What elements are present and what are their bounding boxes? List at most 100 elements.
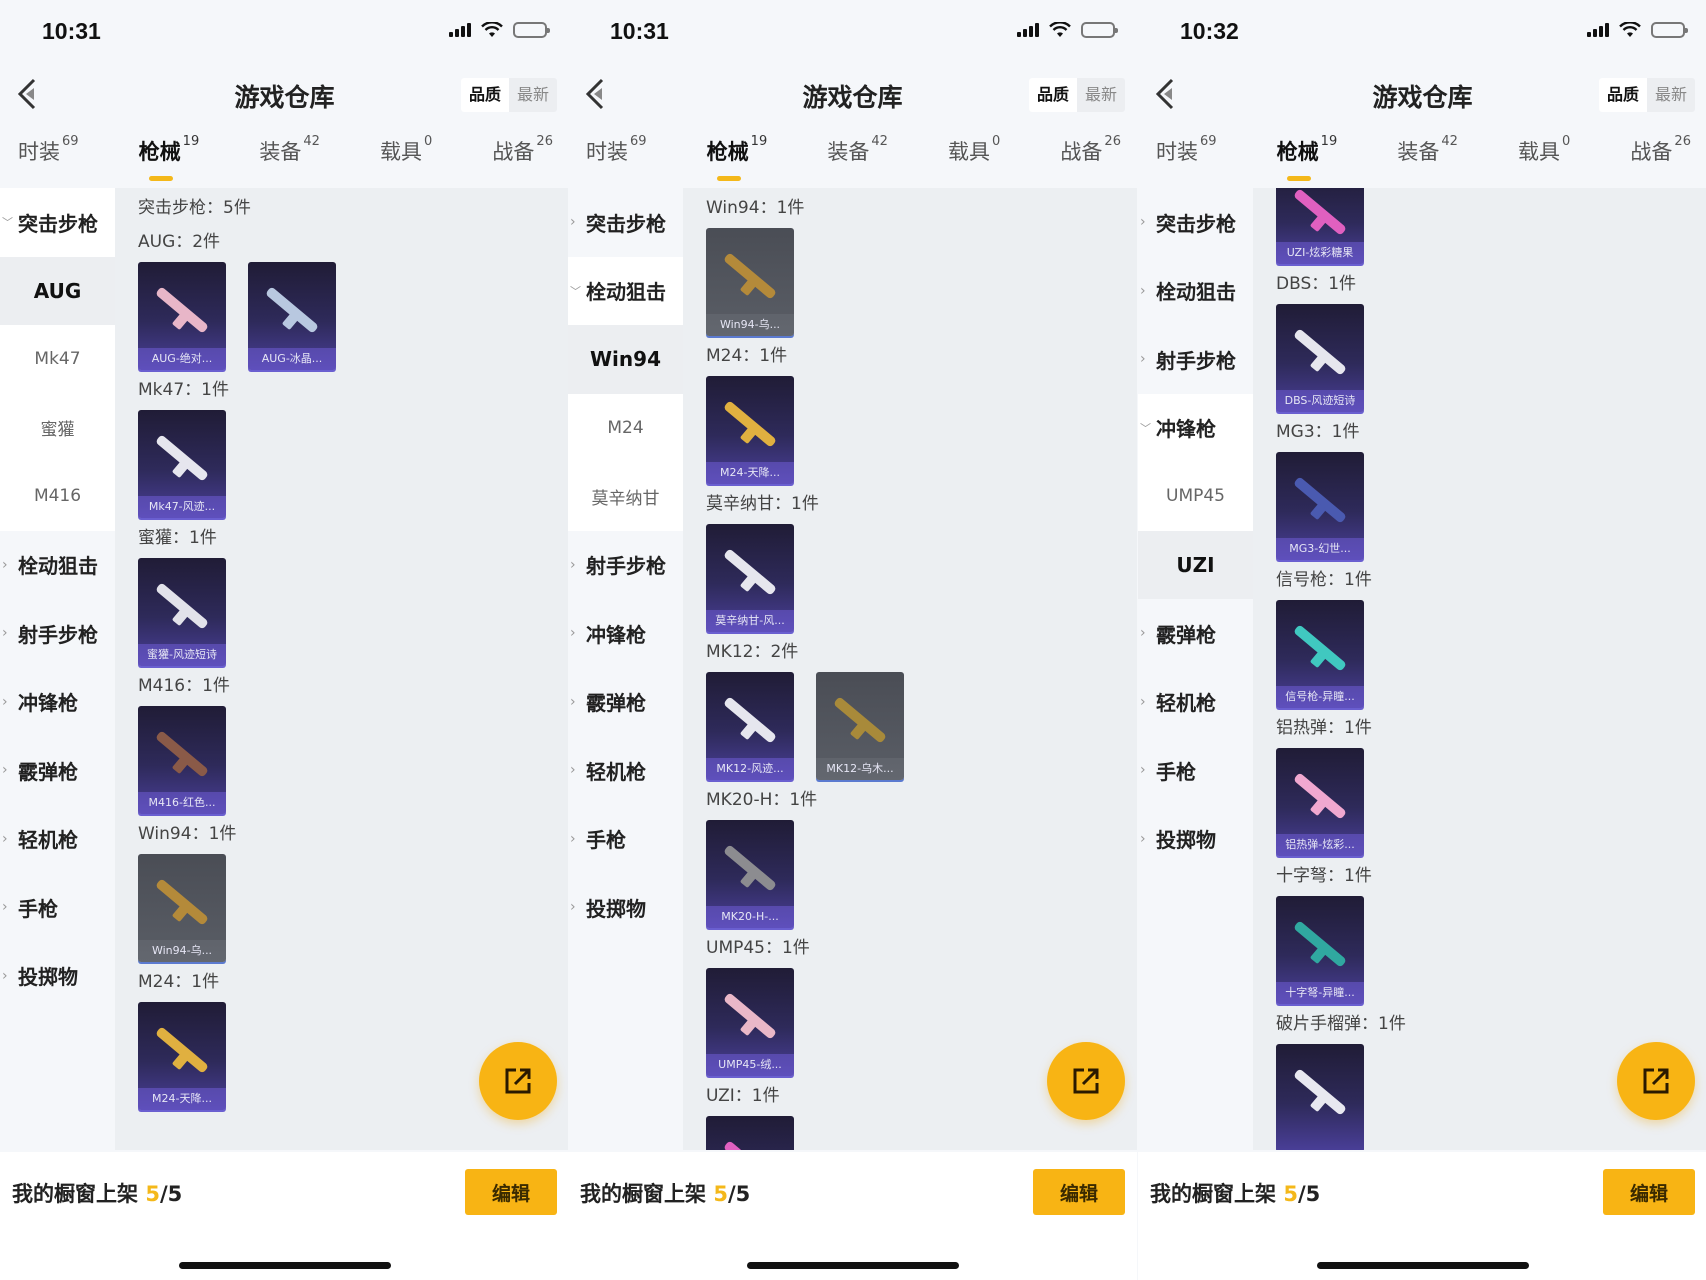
item-card[interactable]: M416-红色... [138,706,226,814]
sort-by-newest[interactable]: 最新 [1654,85,1687,104]
edit-button[interactable]: 编辑 [1033,1169,1125,1215]
group-title: 蜜獾：1件 [138,528,217,548]
item-card[interactable]: UZI-炫彩糖果 [1276,188,1364,264]
tab-count: 19 [1320,134,1338,149]
item-card[interactable]: M24-天降... [138,1002,226,1110]
edit-button[interactable]: 编辑 [465,1169,557,1215]
sidebar-group-投掷物[interactable]: ›投掷物 [1138,805,1253,874]
home-indicator[interactable] [178,1262,391,1269]
item-card[interactable]: DBS-风迹短诗 [1276,304,1364,412]
chevron-right-icon: › [570,830,576,847]
chevron-right-icon: › [2,762,8,779]
item-card[interactable]: 十字弩-异瞳... [1276,896,1364,1004]
item-card[interactable]: AUG-冰晶... [248,262,336,370]
sidebar-item-Win94[interactable]: Win94 [568,325,683,394]
sidebar-item-UZI[interactable]: UZI [1138,530,1253,599]
item-card[interactable]: Mk47-风迹... [138,410,226,518]
sidebar-item-UMP45[interactable]: UMP45 [1138,462,1253,531]
sort-by-quality[interactable]: 品质 [460,78,509,112]
sidebar-group-突击步枪[interactable]: ﹀突击步枪 [0,188,115,257]
item-card[interactable]: MK20-H-... [706,820,794,928]
cellular-signal-icon [1587,23,1609,37]
item-card[interactable] [1276,1044,1364,1150]
sidebar-item-AUG[interactable]: AUG [0,256,115,325]
item-card[interactable]: Win94-乌... [138,854,226,962]
item-card[interactable]: MK12-乌木... [816,672,904,780]
back-button[interactable] [1152,76,1182,112]
sidebar-group-射手步枪[interactable]: ›射手步枪 [0,599,115,668]
sidebar-group-霰弹枪[interactable]: ›霰弹枪 [0,736,115,805]
sidebar-group-轻机枪[interactable]: ›轻机枪 [568,736,683,805]
sidebar-group-冲锋枪[interactable]: ›冲锋枪 [0,668,115,737]
item-card[interactable]: M24-天降... [706,376,794,484]
sidebar-group-射手步枪[interactable]: ›射手步枪 [1138,325,1253,394]
back-button[interactable] [582,76,612,112]
sidebar-group-投掷物[interactable]: ›投掷物 [568,873,683,942]
sidebar-item-Mk47[interactable]: Mk47 [0,325,115,394]
sort-by-quality[interactable]: 品质 [1598,78,1647,112]
item-card[interactable]: 莫辛纳甘-风... [706,524,794,632]
share-button[interactable] [479,1042,557,1120]
sidebar-group-射手步枪[interactable]: ›射手步枪 [568,531,683,600]
sort-by-newest[interactable]: 最新 [1084,85,1117,104]
edit-button[interactable]: 编辑 [1603,1169,1695,1215]
chevron-right-icon: › [570,899,576,916]
item-name: MK20-H-... [706,906,794,928]
sidebar-group-霰弹枪[interactable]: ›霰弹枪 [568,668,683,737]
sidebar-group-手枪[interactable]: ›手枪 [0,873,115,942]
sidebar-group-冲锋枪[interactable]: ﹀冲锋枪 [1138,393,1253,462]
item-card[interactable]: Win94-乌... [706,228,794,336]
item-card[interactable]: 铝热弹-炫彩... [1276,748,1364,856]
sidebar-group-轻机枪[interactable]: ›轻机枪 [0,805,115,874]
item-card[interactable]: AUG-绝对... [138,262,226,370]
share-button[interactable] [1617,1042,1695,1120]
sidebar-item-M24[interactable]: M24 [568,393,683,462]
item-card[interactable]: MG3-幻世... [1276,452,1364,560]
item-card[interactable]: UMP45-绒... [706,968,794,1076]
back-button[interactable] [14,76,44,112]
item-card[interactable]: 蜜獾-风迹短诗 [138,558,226,666]
sort-by-quality[interactable]: 品质 [1028,78,1077,112]
item-card[interactable] [706,1116,794,1150]
item-card[interactable]: 信号枪-异瞳... [1276,600,1364,708]
sidebar-item-M416[interactable]: M416 [0,462,115,531]
sidebar-group-栓动狙击[interactable]: ﹀栓动狙击 [568,256,683,325]
sidebar-group-栓动狙击[interactable]: ›栓动狙击 [0,531,115,600]
share-button[interactable] [1047,1042,1125,1120]
home-indicator[interactable] [1316,1262,1529,1269]
sidebar-item-莫辛纳甘[interactable]: 莫辛纳甘 [568,462,683,531]
sidebar-group-突击步枪[interactable]: ›突击步枪 [1138,188,1253,257]
sidebar-group-冲锋枪[interactable]: ›冲锋枪 [568,599,683,668]
sidebar-group-栓动狙击[interactable]: ›栓动狙击 [1138,257,1253,326]
sidebar-group-投掷物[interactable]: ›投掷物 [0,942,115,1011]
sidebar-group-轻机枪[interactable]: ›轻机枪 [1138,668,1253,737]
sidebar-item-蜜獾[interactable]: 蜜獾 [0,393,115,462]
home-indicator[interactable] [746,1262,959,1269]
sidebar-group-label: 栓动狙击 [586,280,666,305]
sidebar-group-手枪[interactable]: ›手枪 [568,805,683,874]
sidebar-group-突击步枪[interactable]: ›突击步枪 [568,188,683,257]
item-card[interactable]: MK12-风迹... [706,672,794,780]
sidebar-group-手枪[interactable]: ›手枪 [1138,736,1253,805]
sidebar-group-霰弹枪[interactable]: ›霰弹枪 [1138,599,1253,668]
sort-by-newest[interactable]: 最新 [516,85,549,104]
